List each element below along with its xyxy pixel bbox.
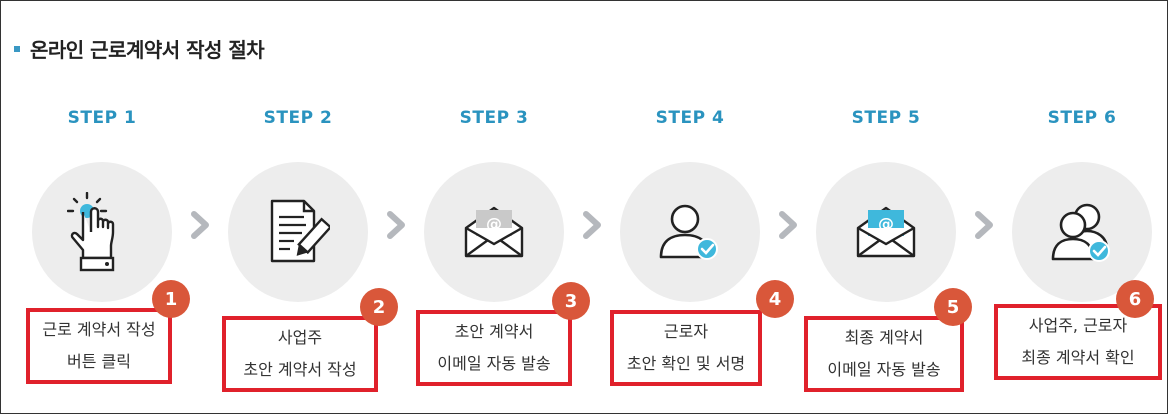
step-description-box: 사업주, 근로자 최종 계약서 확인	[994, 304, 1162, 380]
step-label: STEP 5	[851, 108, 921, 128]
step-description-box: 최종 계약서 이메일 자동 발송	[804, 316, 964, 392]
chevron-right-icon	[387, 211, 405, 239]
description-line: 근로자	[663, 322, 709, 341]
description-line: 초안 계약서 작성	[243, 360, 357, 379]
step-icon-circle: @	[424, 162, 564, 302]
chevron-right-icon	[191, 211, 209, 239]
step-3: STEP 3 @ 초안 계약서 이메일 자동 발송 3	[416, 108, 590, 398]
description-line: 이메일 자동 발송	[437, 354, 551, 373]
description-line: 초안 계약서	[454, 322, 534, 341]
step-number-badge: 4	[756, 280, 794, 318]
step-label: STEP 4	[655, 108, 725, 128]
step-2: STEP 2 사업주 초안 계약서 작성 2	[222, 108, 398, 398]
chevron-right-icon	[779, 211, 797, 239]
step-icon-circle	[228, 162, 368, 302]
step-number-badge: 5	[934, 288, 972, 326]
description-line: 버튼 클릭	[67, 352, 131, 371]
description-line: 근로 계약서 작성	[42, 320, 156, 339]
description-line: 초안 확인 및 서명	[626, 354, 746, 373]
envelope-blue-icon: @	[856, 206, 916, 258]
envelope-gray-icon: @	[464, 206, 524, 258]
section-header: 온라인 근로계약서 작성 절차	[14, 34, 265, 63]
step-description-box: 사업주 초안 계약서 작성	[222, 316, 378, 392]
step-number-badge: 3	[552, 282, 590, 320]
step-label: STEP 1	[67, 108, 137, 128]
step-4: STEP 4 근로자 초안 확인 및 서명 4	[610, 108, 794, 398]
step-icon-circle	[1012, 162, 1152, 302]
tap-finger-icon	[67, 192, 115, 272]
step-label: STEP 6	[1047, 108, 1117, 128]
step-1: STEP 1 근로 계약서 작성 버튼 클릭 1	[26, 108, 192, 398]
step-icon-circle	[620, 162, 760, 302]
step-number-badge: 1	[152, 280, 190, 318]
chevron-right-icon	[975, 211, 993, 239]
page-title: 온라인 근로계약서 작성 절차	[30, 38, 265, 62]
step-number-badge: 2	[360, 288, 398, 326]
step-icon-circle: @	[816, 162, 956, 302]
step-label: STEP 2	[263, 108, 333, 128]
step-description-box: 초안 계약서 이메일 자동 발송	[416, 310, 572, 386]
description-line: 이메일 자동 발송	[827, 360, 941, 379]
user-check-icon	[659, 204, 718, 260]
description-line: 최종 계약서 확인	[1021, 348, 1135, 367]
bullet-marker	[14, 45, 20, 52]
step-icon-circle	[32, 162, 172, 302]
step-number-badge: 6	[1116, 280, 1154, 318]
description-line: 사업주, 근로자	[1028, 316, 1128, 335]
step-label: STEP 3	[459, 108, 529, 128]
description-line: 사업주	[277, 328, 323, 347]
description-line: 최종 계약서	[844, 328, 924, 347]
chevron-right-icon	[583, 211, 601, 239]
step-description-box: 근로자 초안 확인 및 서명	[610, 310, 762, 386]
users-check-icon	[1051, 203, 1110, 262]
step-description-box: 근로 계약서 작성 버튼 클릭	[26, 308, 172, 384]
step-6: STEP 6 사업주, 근로자 최종 계약서 확인 6	[994, 108, 1168, 398]
step-5: STEP 5 @ 최종 계약서 이메일 자동 발송 5	[804, 108, 976, 398]
document-pen-icon	[270, 199, 330, 263]
